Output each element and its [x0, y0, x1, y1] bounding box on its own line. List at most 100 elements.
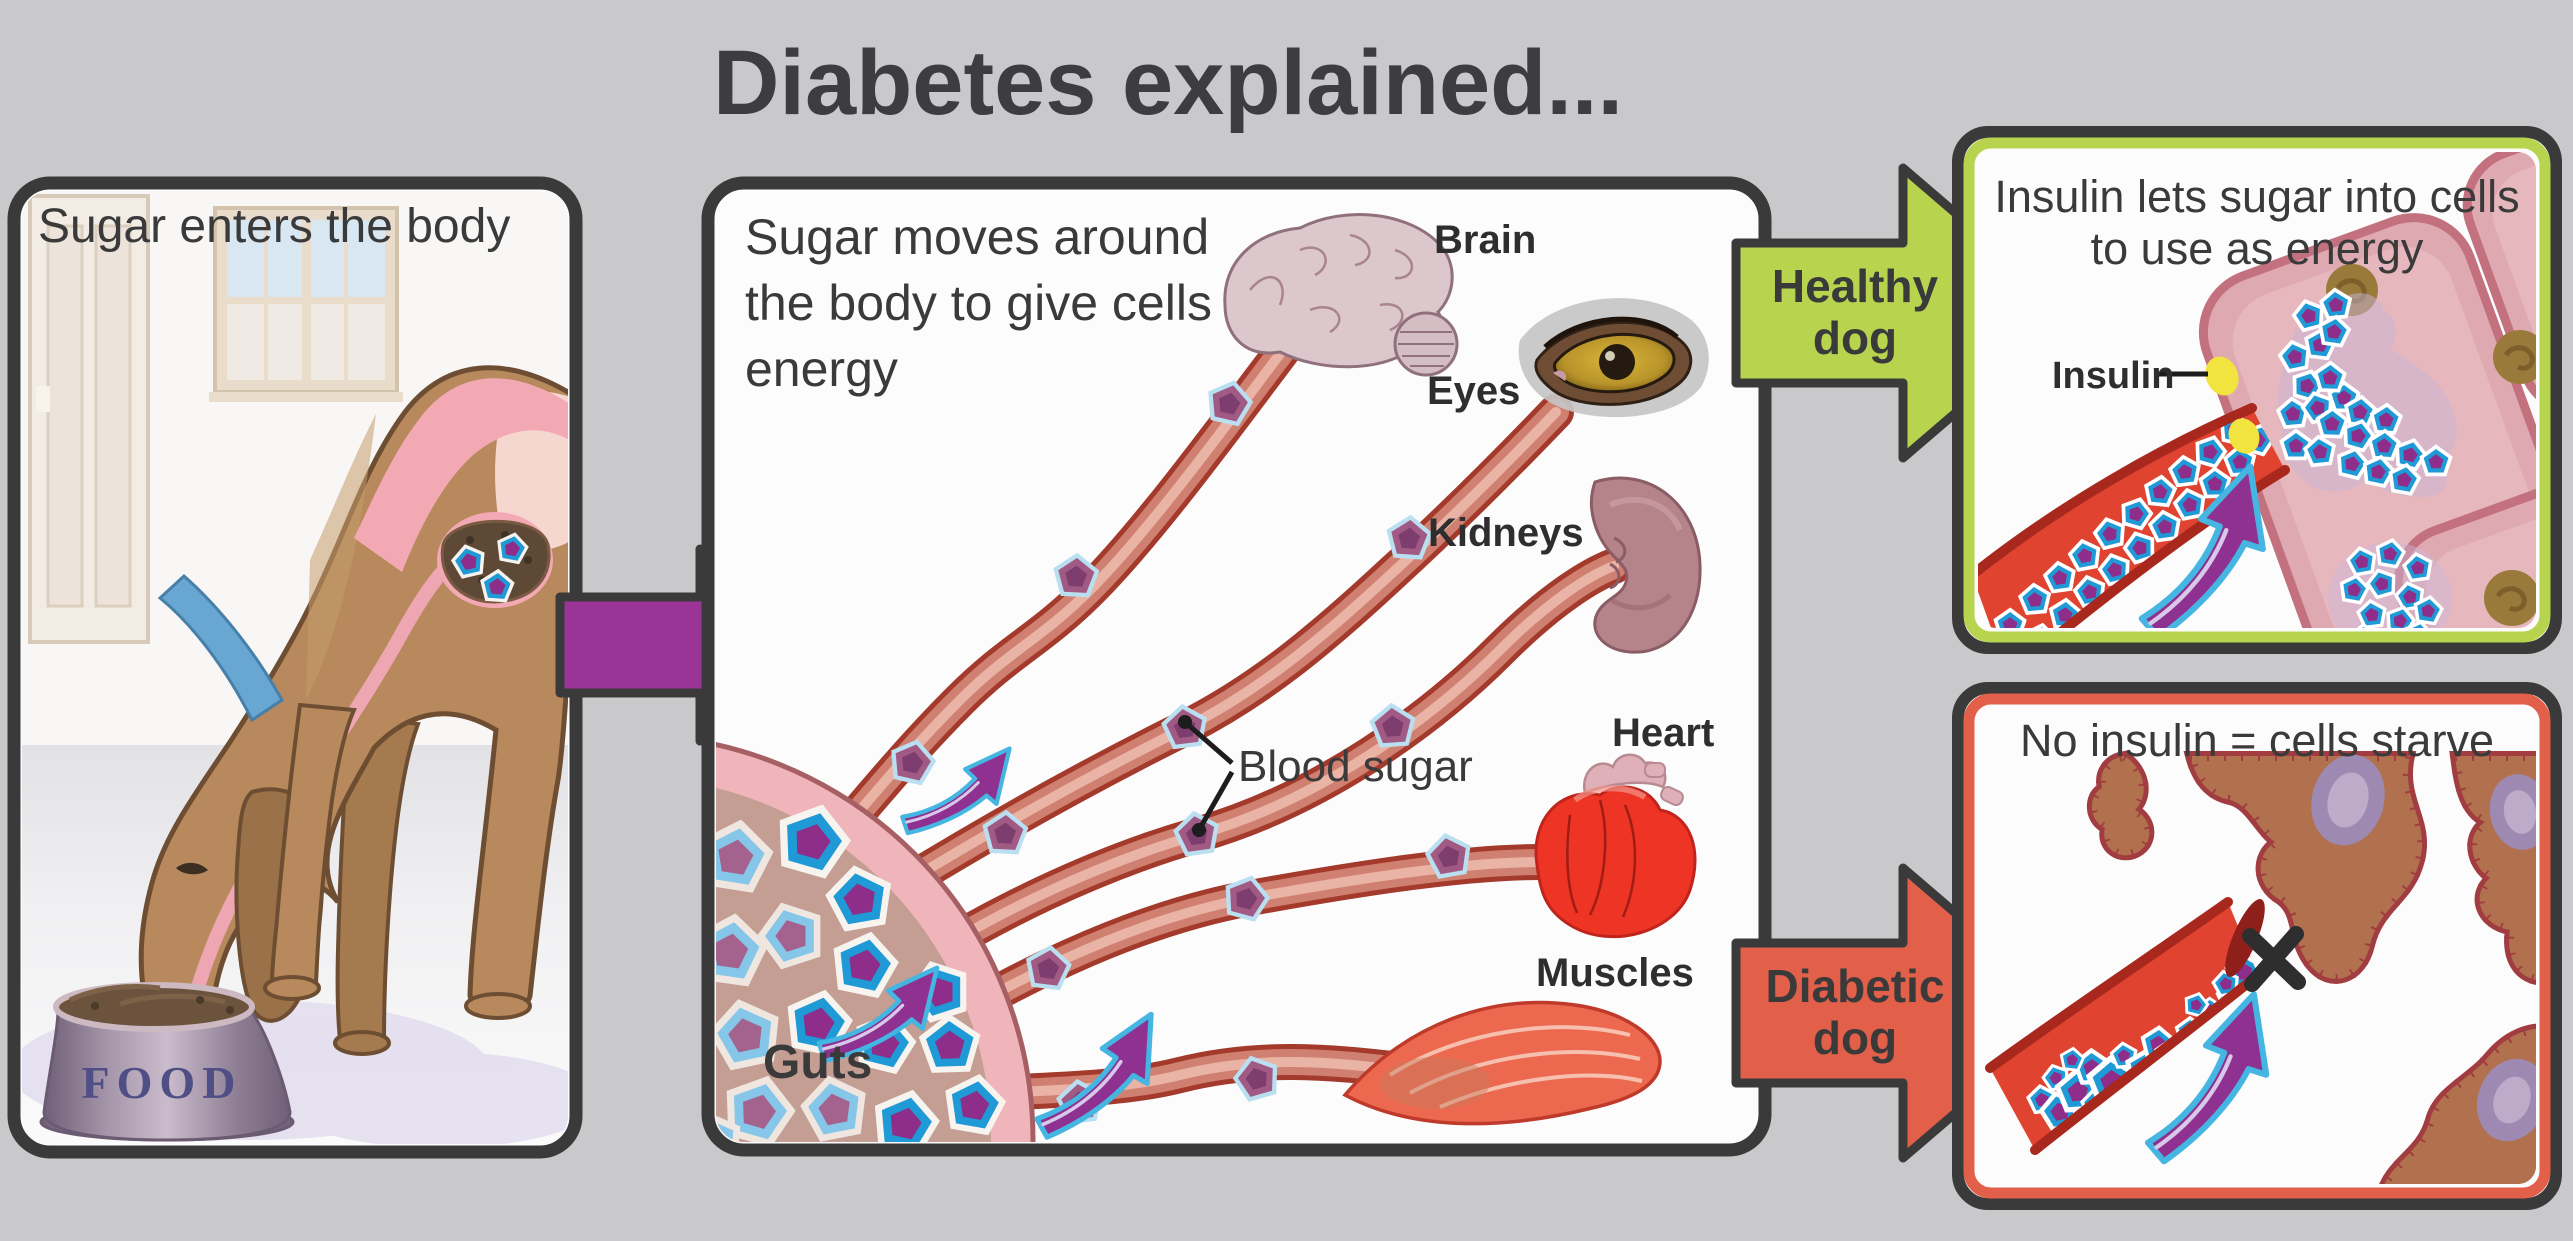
sugar-pentagon	[1065, 565, 1087, 587]
sugar-pentagon	[994, 822, 1016, 844]
sugar-pentagon	[2066, 1054, 2078, 1066]
sugar-pentagon	[1437, 845, 1460, 868]
middle-panel-frame	[701, 176, 1772, 1157]
middle-heading-line1: Sugar moves around	[745, 209, 1209, 265]
vessel-to-eye	[812, 394, 1574, 948]
panel-healthy-insulin: Insulin Insulin lets sugar into cells to…	[1952, 126, 2562, 654]
sugar-pentagon	[2132, 540, 2147, 556]
sugar-pentagon	[2067, 1081, 2088, 1102]
sugar-pentagon	[716, 1109, 741, 1142]
kidney	[1589, 476, 1702, 654]
vessel-to-brain	[782, 328, 1304, 898]
sugar-pentagon	[460, 553, 477, 570]
starving-cells	[2092, 750, 2536, 1184]
sugar-pentagon	[2328, 297, 2344, 312]
middle-panel-scene: Guts Blood sugar	[716, 213, 1709, 1142]
sugar-pentagon	[2394, 614, 2408, 628]
sugar-pentagon	[716, 933, 749, 969]
sugar-pentagon	[2402, 589, 2417, 604]
sugar-pentagon	[2057, 607, 2073, 622]
label-kidneys: Kidneys	[1428, 511, 1584, 555]
heart	[1534, 753, 1697, 939]
eye	[1518, 298, 1709, 418]
sugar-pentagon	[2301, 308, 2316, 324]
sugar-pentagon	[2310, 400, 2325, 416]
sugar-pentagon	[902, 751, 924, 774]
healthy-dog-arrow: Healthy dog	[1731, 163, 2077, 463]
dog-eye	[176, 862, 208, 875]
sugar-pentagon	[2191, 999, 2202, 1011]
sugar-pentagon	[2351, 428, 2366, 444]
sugar-pentagon	[2177, 464, 2193, 479]
sugar-pentagon	[2082, 584, 2097, 600]
sugar-pentagon	[2300, 378, 2315, 394]
sugar-pentagon	[505, 541, 520, 557]
sugar-pentagon	[2182, 497, 2197, 513]
sugar-pentagon	[2347, 582, 2362, 597]
sugar-pentagon	[796, 824, 831, 860]
label-eyes: Eyes	[1427, 369, 1520, 413]
panel-sugar-moves-around: Guts Blood sugar Sugar moves around the …	[701, 176, 1772, 1157]
sugar-pentagon	[2002, 617, 2018, 628]
sugar-pentagon	[2107, 562, 2122, 578]
window	[209, 206, 403, 402]
sugar-pentagon	[2374, 577, 2388, 591]
sugar-pentagon	[2232, 454, 2248, 469]
sugar-pentagon	[2376, 438, 2392, 453]
sugar-pentagon	[2129, 506, 2144, 522]
healthy-arrow-label-line1: Healthy	[1772, 260, 1939, 312]
sugar-pentagon	[2403, 447, 2418, 463]
sugar-pentagon	[2421, 603, 2436, 618]
sugar-pentagon	[2102, 526, 2117, 542]
sugar-pentagon	[935, 1030, 965, 1059]
sugar-pentagon	[2285, 406, 2301, 421]
panel-diabetic-starve: No insulin = cells starve	[1952, 682, 2562, 1210]
sugar-pentagon	[960, 1090, 990, 1120]
door	[28, 194, 150, 644]
brain	[1223, 213, 1459, 377]
sugar-pentagon	[2410, 560, 2425, 575]
sugar-pentagon	[1037, 957, 1060, 979]
guts	[716, 732, 1036, 1142]
sugar-pentagon	[2322, 370, 2338, 385]
sugar-pentagon	[890, 1107, 922, 1140]
left-panel-scene: FOOD	[22, 191, 568, 1144]
sugar-pentagon	[489, 578, 506, 595]
sugar-in-lower-cell-pentagons	[2339, 538, 2444, 628]
sugar-pentagon	[2352, 404, 2368, 419]
middle-heading-line3: energy	[745, 341, 898, 397]
page-title: Diabetes explained...	[713, 32, 1623, 134]
sugar-pentagon	[2327, 324, 2342, 339]
muscle	[1342, 1000, 1662, 1126]
dog-eating	[138, 365, 568, 1056]
sugar-pentagon	[2428, 454, 2444, 469]
diabetic-heading: No insulin = cells starve	[2020, 715, 2494, 766]
sugar-pentagon	[2287, 349, 2302, 365]
sugar-pentagon	[1219, 392, 1241, 415]
sugar-pentagon	[1245, 1068, 1267, 1090]
sugar-pentagon	[843, 883, 875, 915]
sugar-entering-cell-pentagons	[2275, 287, 2453, 496]
sugar-pentagon	[2288, 438, 2304, 453]
sugar-pentagon	[2117, 1049, 2130, 1062]
sugar-pentagon	[803, 1007, 835, 1040]
sugar-pentagon	[2049, 1071, 2062, 1085]
sugar-pentagon	[1236, 888, 1258, 910]
diabetic-arrow-label-line2: dog	[1813, 1012, 1897, 1064]
insulin-dots	[2205, 356, 2260, 454]
sugar-pentagon	[2383, 546, 2398, 561]
sugar-pentagon	[775, 920, 806, 952]
middle-heading-line2: the body to give cells	[745, 275, 1212, 331]
sugar-pentagon	[2312, 444, 2328, 459]
healthy-heading-line2: to use as energy	[2091, 223, 2424, 274]
healthy-panel-inner-border	[1963, 137, 2551, 643]
vessel-sugar-pentagons	[891, 380, 1471, 1125]
bowl-label: FOOD	[82, 1057, 243, 1108]
sugar-pentagon	[728, 1018, 762, 1053]
sugar-pentagon	[2077, 548, 2092, 564]
label-brain: Brain	[1434, 218, 1536, 262]
food-bowl: FOOD	[39, 982, 295, 1142]
sugar-pentagon	[2404, 620, 2435, 628]
